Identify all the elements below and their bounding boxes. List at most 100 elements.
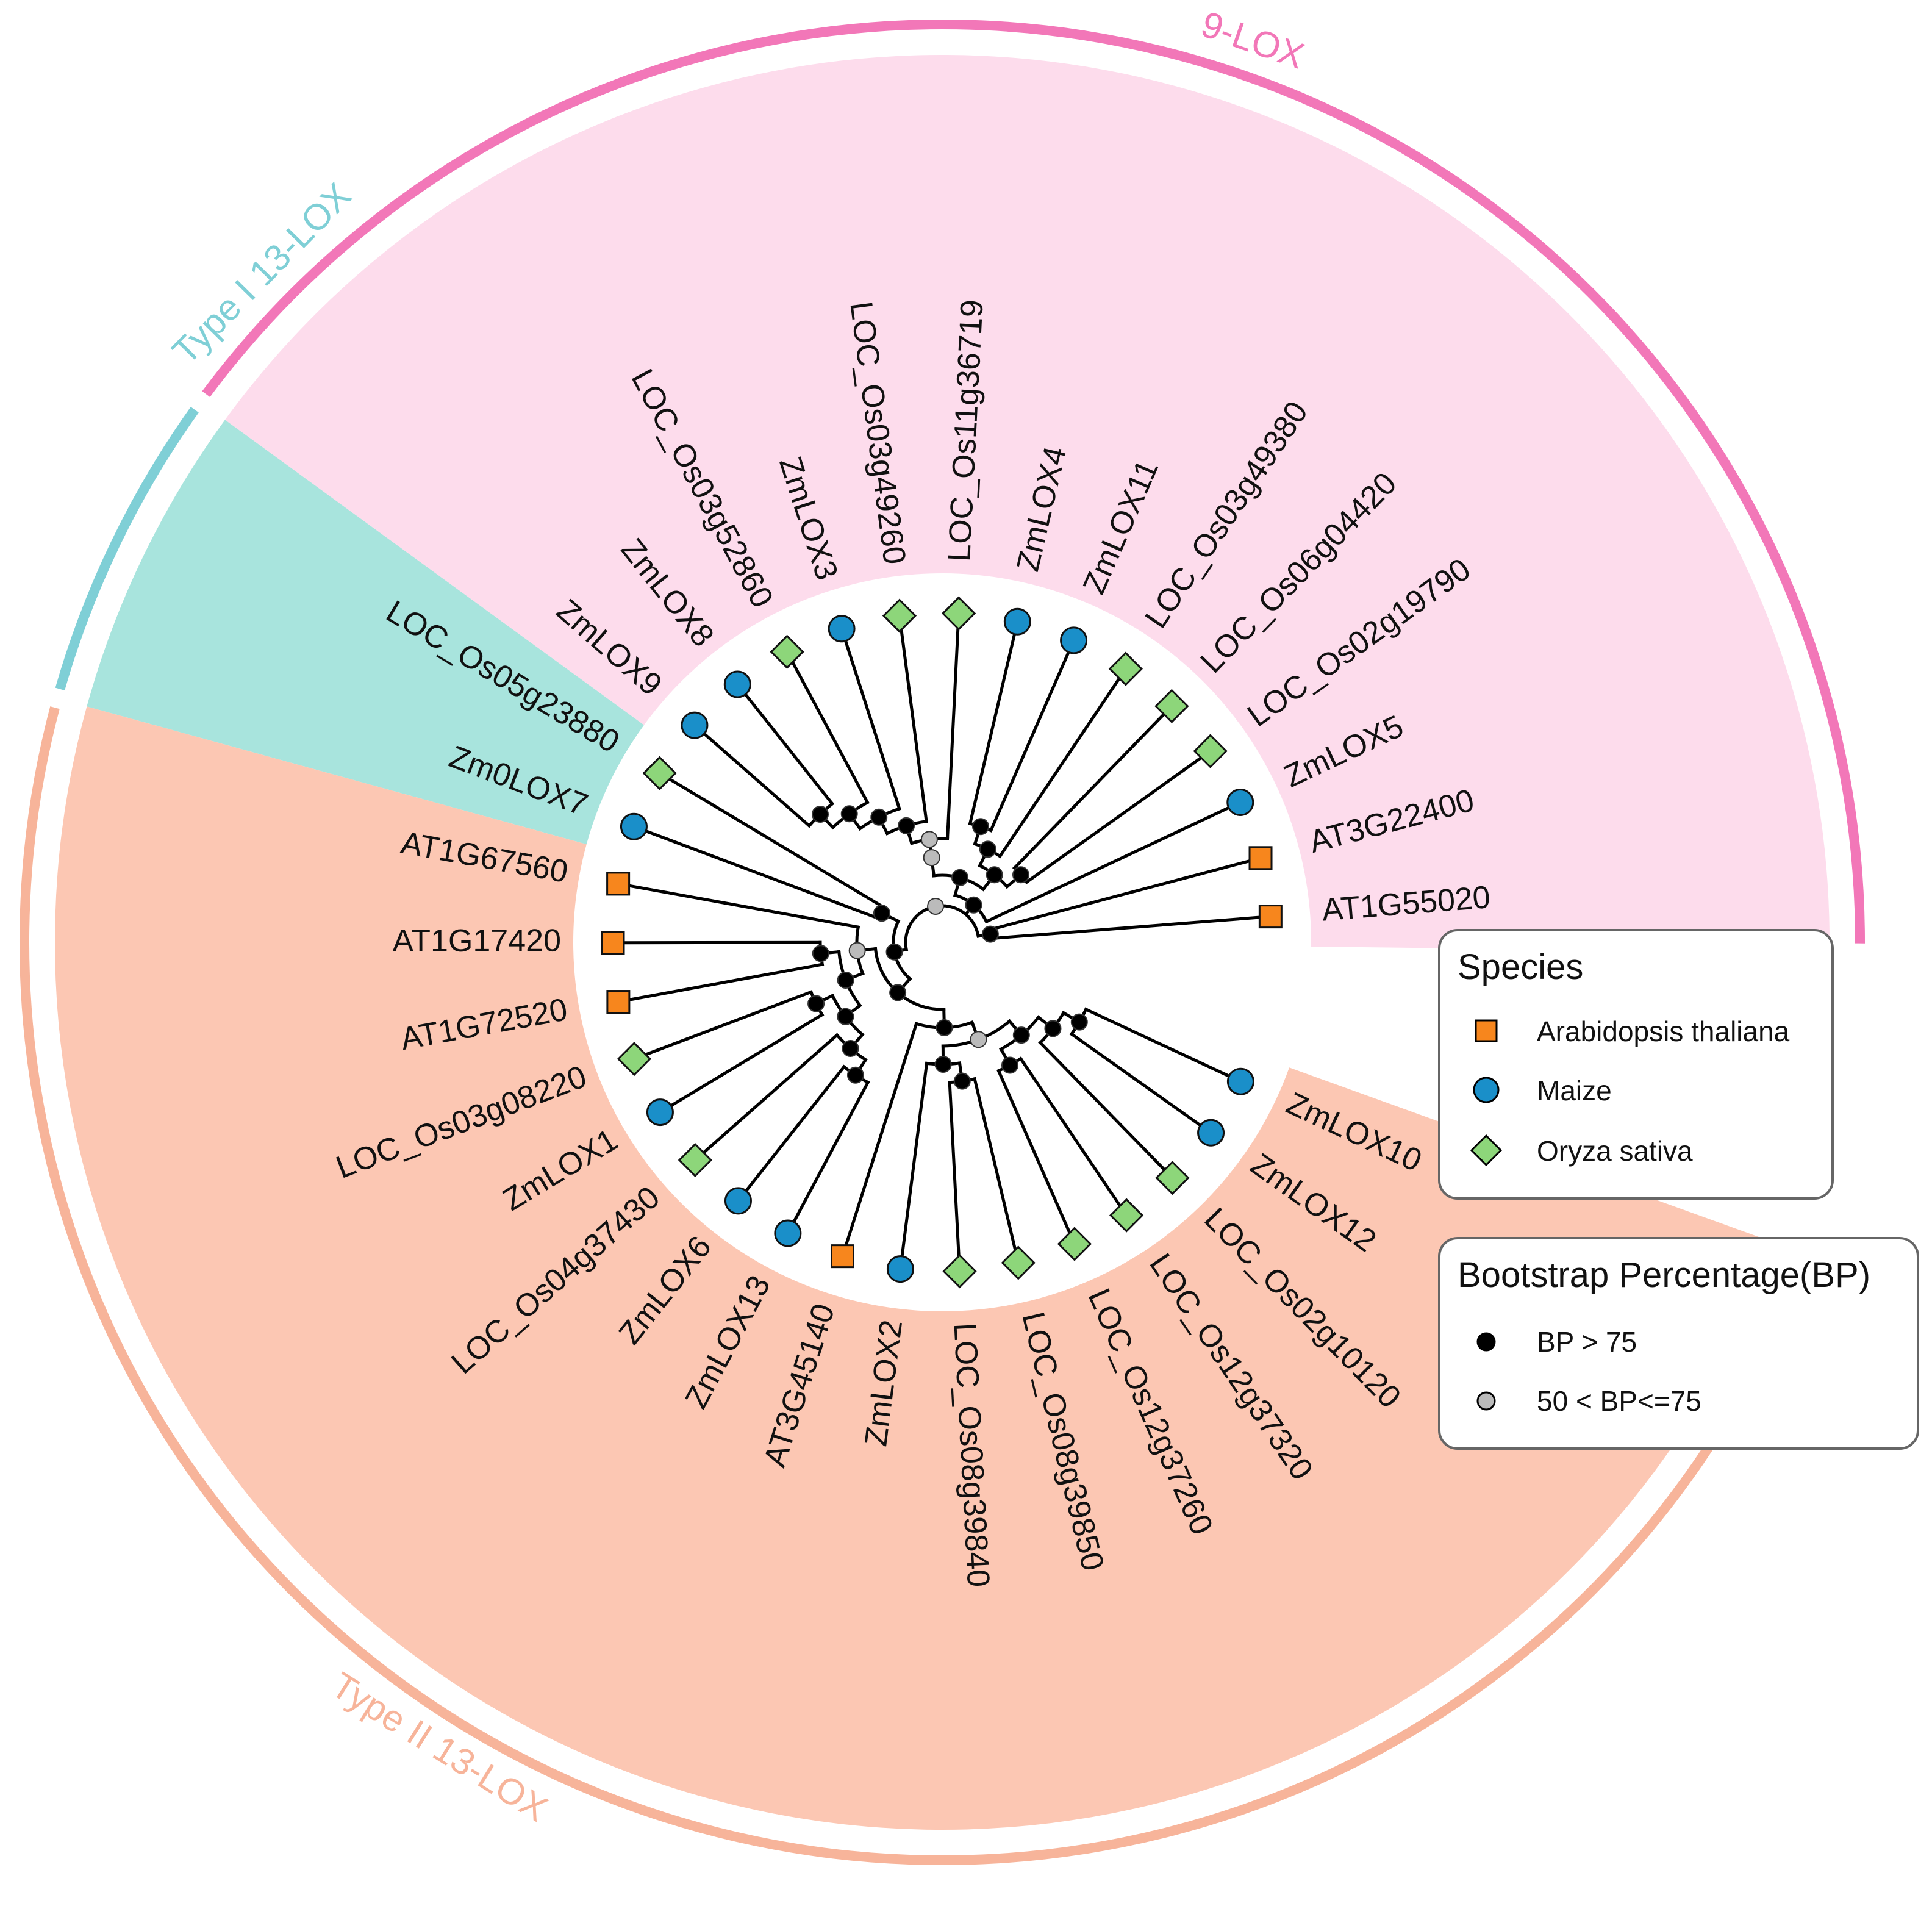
species-legend-title: Species [1458, 947, 1583, 987]
branch-line [1014, 715, 1163, 868]
legend-maize-label: Maize [1537, 1075, 1612, 1106]
tip-marker-loc-os12g37260 [1059, 1228, 1090, 1260]
tip-marker-at3g45140 [831, 1245, 853, 1267]
tip-marker-zmlox9 [682, 712, 707, 738]
tip-label-at1g17420: AT1G17420 [392, 923, 561, 959]
bootstrap-node-high [954, 1073, 970, 1089]
tip-marker-zm0lox7 [621, 814, 646, 839]
tip-marker-at1g55020 [1259, 906, 1281, 928]
tip-marker-zmlox5 [1228, 789, 1253, 815]
bootstrap-node-high [871, 809, 887, 825]
bootstrap-node-high [812, 806, 828, 822]
tip-marker-zmlox13 [775, 1220, 801, 1246]
bootstrap-node-high [952, 870, 968, 886]
branch-line [793, 1083, 868, 1223]
species-legend: Species Arabidopsis thaliana Maize Oryza… [1439, 930, 1833, 1198]
bootstrap-node-high [838, 972, 854, 988]
bootstrap-legend-title: Bootstrap Percentage(BP) [1458, 1255, 1870, 1295]
branch-line [793, 662, 868, 802]
bp-high-dot-icon [1478, 1333, 1495, 1350]
legend-oryza-label: Oryza sativa [1537, 1135, 1693, 1167]
bootstrap-node-high [837, 1009, 853, 1025]
bootstrap-node-high [987, 867, 1003, 883]
bootstrap-node-high [973, 819, 989, 834]
branch-line [950, 1083, 959, 1259]
bootstrap-node-mid [924, 850, 940, 865]
branch-line [1021, 1059, 1120, 1205]
branch-line [704, 733, 809, 826]
tip-marker-loc-os03g52860 [771, 636, 803, 668]
bootstrap-node-high [1013, 867, 1029, 883]
tip-marker-zmlox4 [1004, 609, 1030, 634]
bootstrap-node-high [898, 818, 914, 834]
branch-line [991, 917, 1259, 939]
bootstrap-node-high [843, 1041, 859, 1056]
legend-bp-mid-label: 50 < BP<=75 [1537, 1385, 1701, 1417]
branch-line [948, 626, 959, 839]
bootstrap-node-high [887, 944, 903, 960]
tip-marker-zmlox6 [725, 1188, 751, 1214]
bootstrap-node-mid [970, 1031, 986, 1047]
tip-marker-zmlox2 [887, 1256, 913, 1282]
bootstrap-node-high [966, 897, 982, 913]
bootstrap-node-high [936, 1020, 952, 1036]
branch-line [998, 1071, 1070, 1233]
branch-line [746, 1067, 844, 1191]
tip-marker-zmlox12 [1198, 1120, 1224, 1145]
bootstrap-node-high [874, 905, 890, 921]
tip-marker-zmlox10 [1228, 1069, 1253, 1094]
branch-line [975, 1079, 1015, 1251]
branch-line [646, 992, 811, 1055]
branch-line [704, 1035, 837, 1152]
tip-marker-loc-os03g08220 [618, 1043, 650, 1075]
tip-marker-loc-os02g19790 [1195, 736, 1226, 767]
branch-line [631, 964, 823, 1000]
maize-circle-icon [1474, 1078, 1498, 1102]
bootstrap-node-high [1002, 1057, 1018, 1073]
branch-line [846, 1023, 917, 1244]
tip-marker-zmlox1 [647, 1100, 673, 1125]
tip-marker-zmlox11 [1061, 628, 1087, 653]
tip-marker-loc-os12g37320 [1111, 1200, 1142, 1231]
bootstrap-node-mid [921, 831, 937, 847]
arabidopsis-square-icon [1476, 1020, 1497, 1041]
tip-marker-loc-os11g36719 [943, 598, 975, 629]
tip-marker-at3g22400 [1250, 847, 1272, 869]
branch-line [1072, 1034, 1201, 1125]
bootstrap-node-high [1045, 1020, 1061, 1036]
tip-marker-loc-os03g49380 [1110, 653, 1142, 685]
bootstrap-node-high [980, 841, 996, 857]
legend-arabidopsis-label: Arabidopsis thaliana [1537, 1016, 1790, 1047]
tip-marker-at1g67560 [607, 873, 629, 895]
legend-bp-high-label: BP > 75 [1537, 1326, 1637, 1358]
tip-marker-at1g17420 [602, 932, 624, 954]
branch-line [845, 640, 900, 809]
tip-marker-zmlox3 [829, 616, 854, 642]
bootstrap-node-high [890, 984, 906, 1000]
branch-line [901, 628, 927, 821]
bootstrap-node-high [842, 806, 857, 822]
bootstrap-node-mid [928, 898, 943, 914]
branch-line [1086, 1009, 1230, 1077]
branch-line [645, 831, 879, 919]
bootstrap-node-high [936, 1056, 951, 1072]
tree-branches [625, 626, 1258, 1259]
bootstrap-node-high [1014, 1027, 1029, 1043]
branch-line [671, 1015, 822, 1106]
bootstrap-node-high [813, 945, 829, 961]
tip-marker-at1g72520 [607, 991, 629, 1013]
tip-marker-zmlox8 [724, 672, 750, 697]
bootstrap-node-high [1072, 1014, 1087, 1030]
branch-line [902, 1063, 927, 1256]
bp-mid-dot-icon [1478, 1392, 1495, 1410]
bootstrap-node-high [982, 926, 998, 942]
bootstrap-legend: Bootstrap Percentage(BP) BP > 75 50 < BP… [1439, 1238, 1918, 1449]
bootstrap-node-high [808, 995, 824, 1011]
branch-line [1040, 1042, 1164, 1169]
tip-marker-loc-os05g23880 [644, 758, 676, 789]
tip-marker-loc-os08g39850 [1003, 1247, 1034, 1278]
branch-line [630, 886, 858, 927]
tip-marker-loc-os03g49260 [884, 600, 915, 632]
